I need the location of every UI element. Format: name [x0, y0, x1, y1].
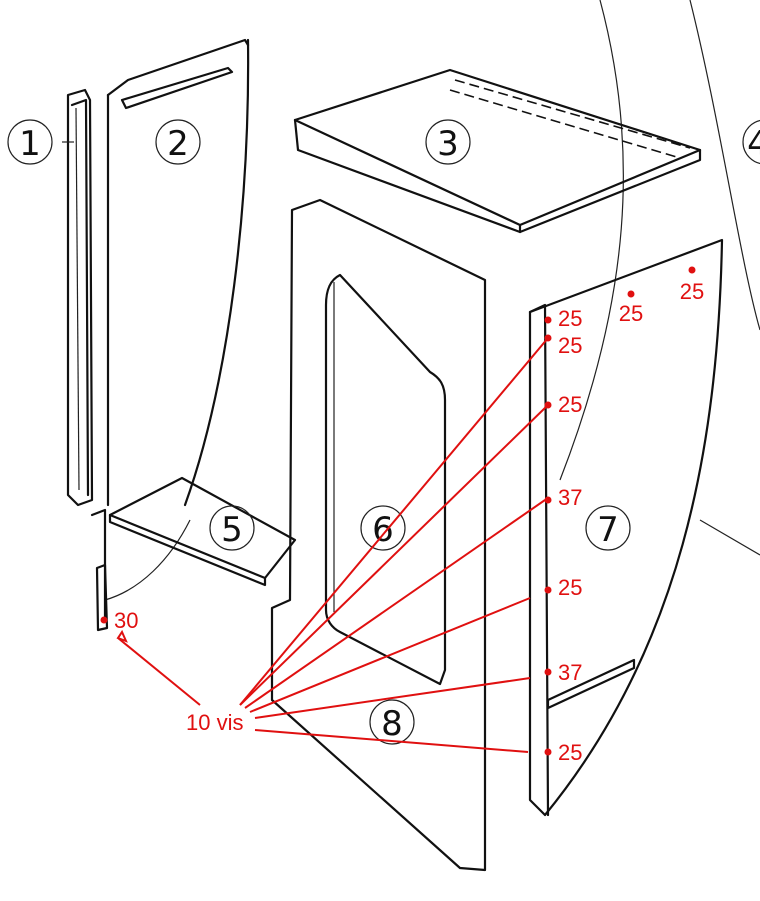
part-label-8: 8 — [369, 699, 415, 745]
svg-text:25: 25 — [558, 333, 582, 358]
part-label-3: 3 — [425, 119, 471, 165]
svg-text:5: 5 — [221, 510, 243, 550]
part-label-5: 5 — [209, 505, 255, 551]
part-3-top-board — [293, 68, 702, 234]
screw-marker-top-right: 25 — [680, 266, 704, 304]
svg-text:25: 25 — [558, 306, 582, 331]
screw-marker-edge-3: 25 — [544, 392, 582, 417]
svg-text:30: 30 — [114, 608, 138, 633]
screw-marker-low-37: 37 — [544, 660, 582, 685]
svg-text:37: 37 — [558, 660, 582, 685]
part-5-shelf — [108, 476, 297, 587]
part-1-post — [62, 88, 94, 507]
svg-text:37: 37 — [558, 485, 582, 510]
svg-text:25: 25 — [558, 740, 582, 765]
part-label-2: 2 — [155, 119, 201, 165]
svg-text:3: 3 — [437, 124, 459, 164]
part-2-side-panel — [90, 38, 250, 622]
screw-marker-bottom: 25 — [544, 740, 582, 765]
svg-text:1: 1 — [19, 124, 41, 164]
svg-text:25: 25 — [558, 392, 582, 417]
screw-marker-top-mid: 25 — [619, 290, 643, 326]
svg-text:25: 25 — [558, 575, 582, 600]
part-label-6: 6 — [360, 505, 406, 551]
screw-count-label: 10 vis — [186, 710, 243, 735]
svg-text:4: 4 — [747, 124, 760, 164]
part-label-1: 1 — [7, 119, 53, 165]
svg-text:25: 25 — [619, 301, 643, 326]
part-7-side-panel — [528, 238, 724, 817]
background-sheet-curves — [559, 0, 760, 556]
part-label-4: 4 — [742, 119, 760, 165]
screw-marker-edge-2: 25 — [544, 333, 582, 358]
svg-text:8: 8 — [381, 704, 403, 744]
part-label-7: 7 — [585, 505, 631, 551]
screw-leader-lines — [116, 337, 549, 753]
screw-marker-edge-4: 25 — [544, 575, 582, 600]
screw-marker-edge-1: 25 — [544, 306, 582, 331]
svg-text:25: 25 — [680, 279, 704, 304]
screw-marker-mid-37: 37 — [544, 485, 582, 510]
screw-marker-left-30: 30 — [100, 608, 138, 633]
corner-post-small — [95, 563, 109, 632]
svg-text:2: 2 — [167, 124, 189, 164]
part-6-back-panel — [270, 198, 487, 872]
svg-text:7: 7 — [597, 510, 619, 550]
